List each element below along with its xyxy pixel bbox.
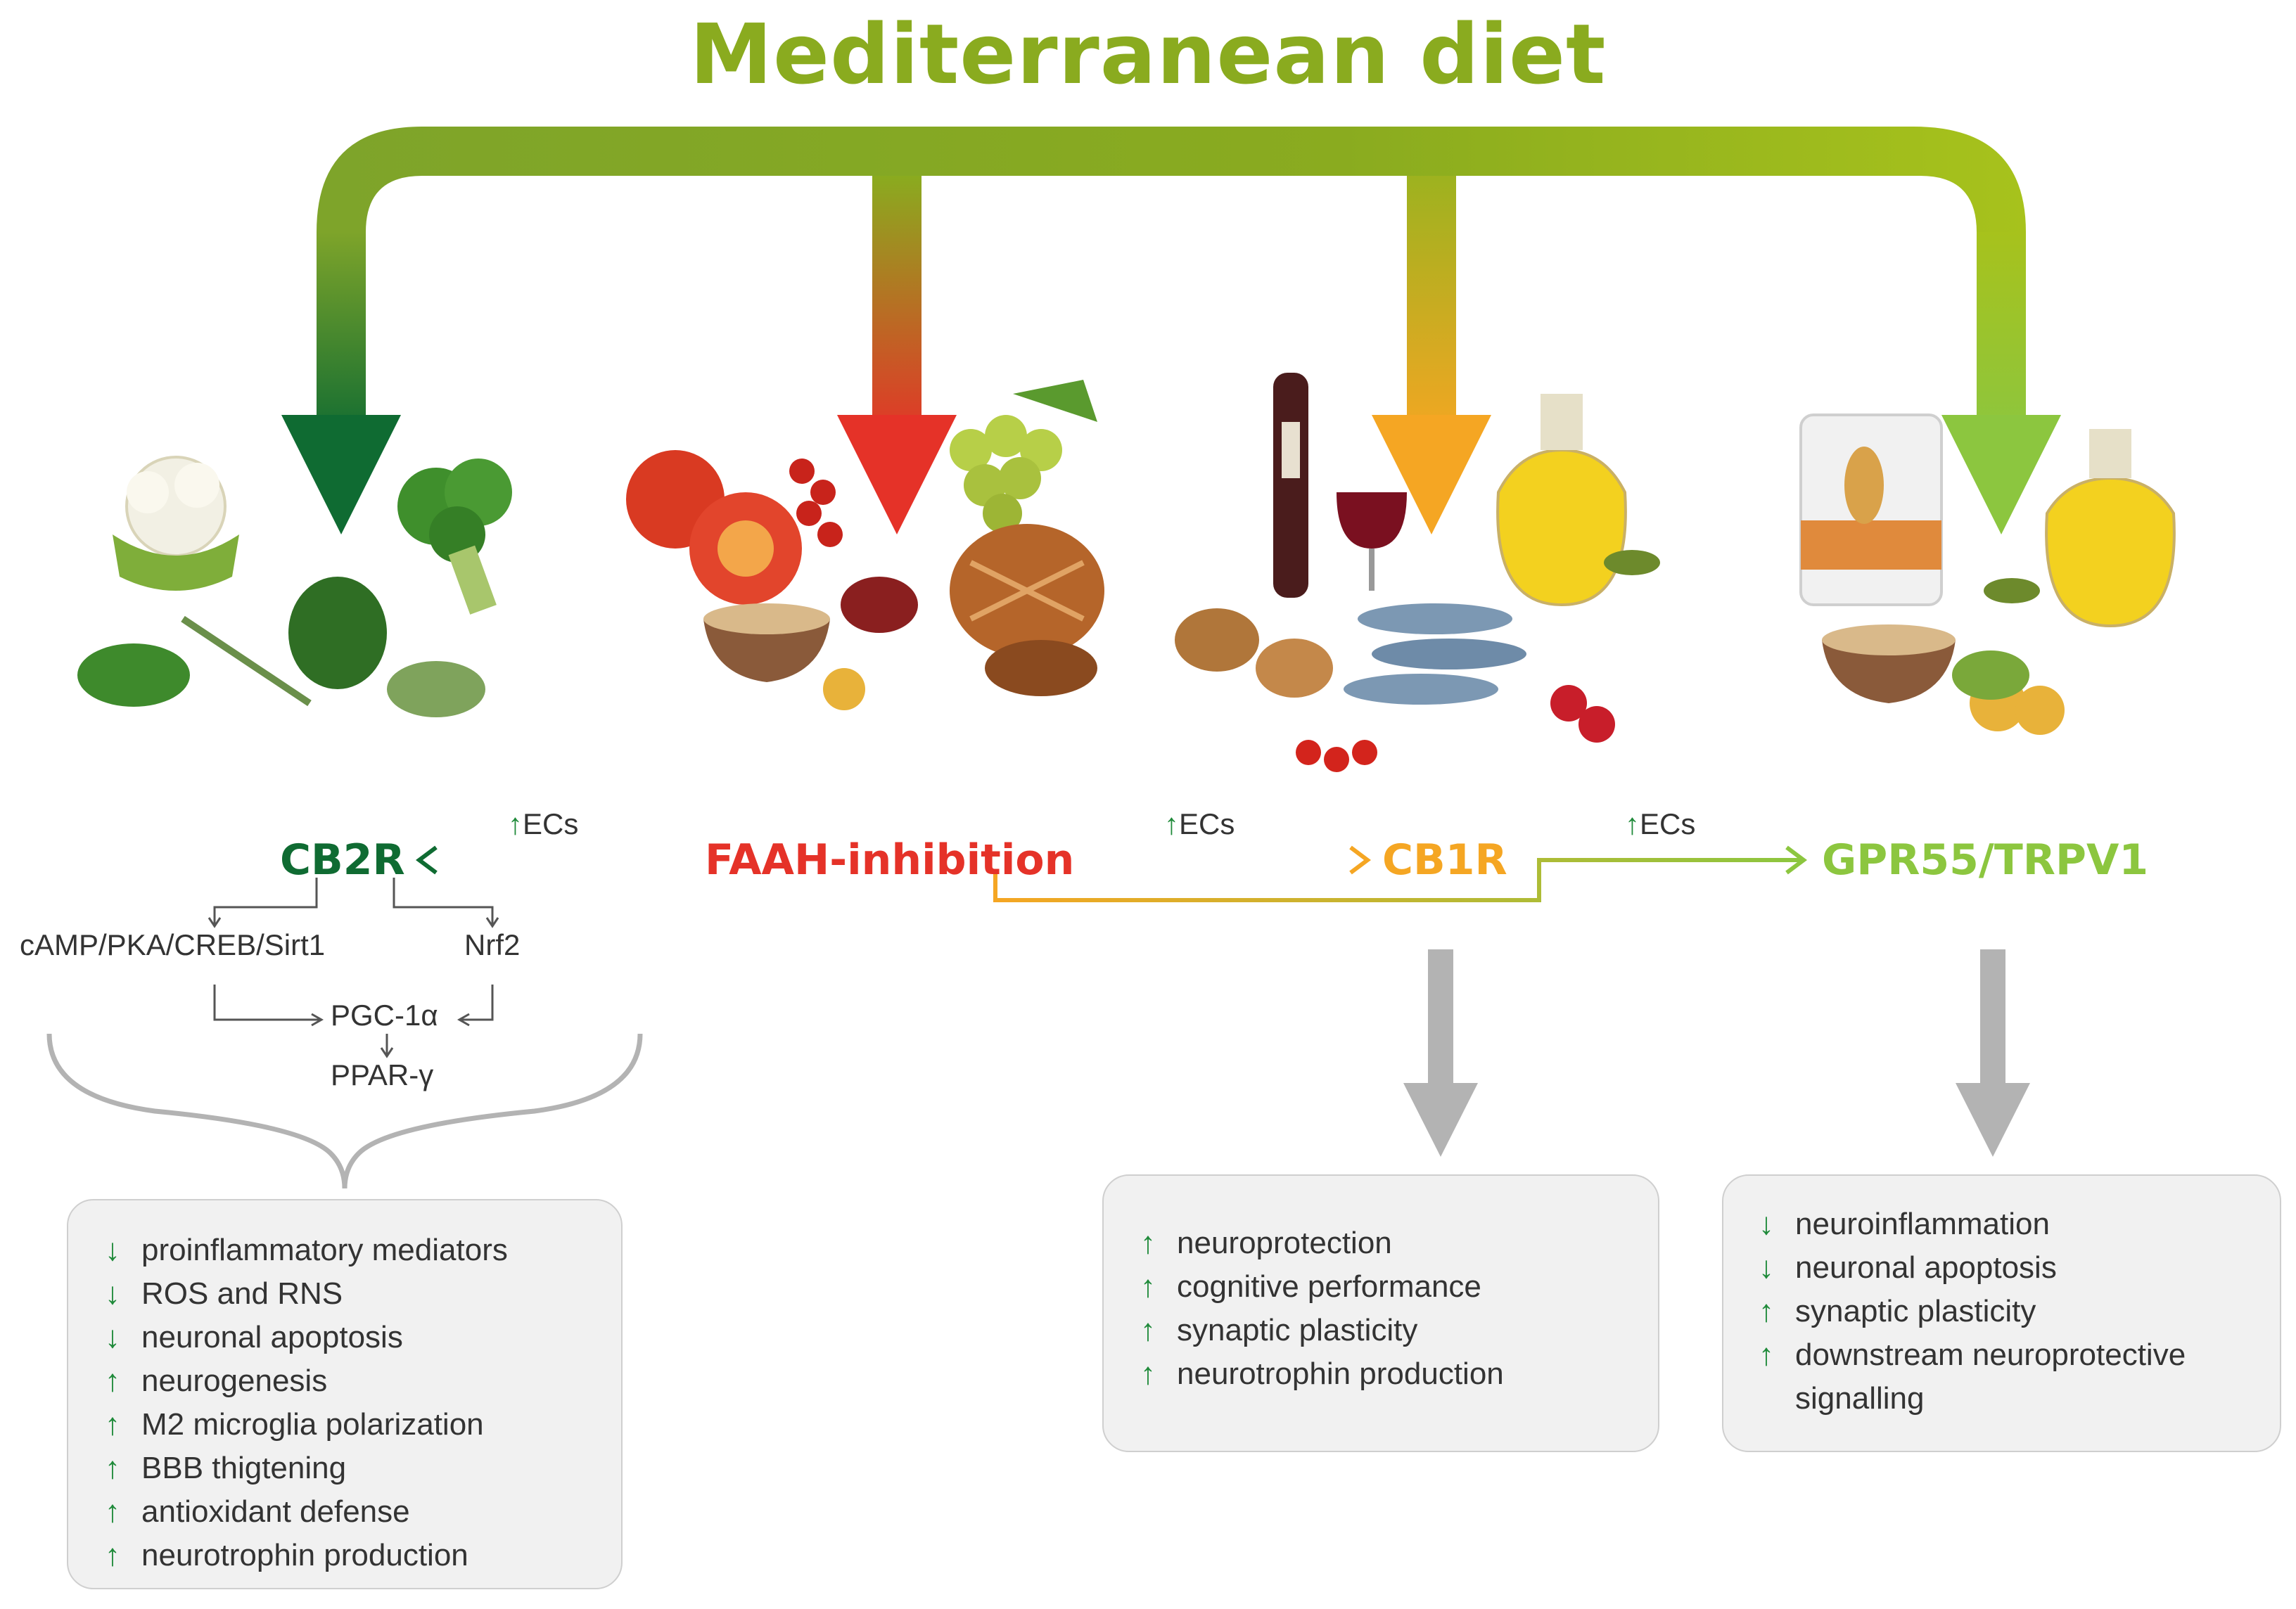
arrow-to-cb2r (281, 415, 401, 534)
effect-item: ↑ synaptic plasticity (1759, 1290, 2280, 1333)
ecs-label-left: ↑ECs (508, 807, 579, 840)
effect-item: ↓ ROS and RNS (105, 1272, 621, 1316)
cauliflower-icon (113, 456, 239, 591)
effect-label: neuronal apoptosis (1795, 1250, 2057, 1285)
effect-item: ↑ antioxidant defense (105, 1490, 621, 1534)
node-cb2r: CB2R (280, 835, 405, 885)
pathway-ppar: PPAR-γ (331, 1058, 434, 1091)
up-arrow-icon: ↑ (105, 1451, 120, 1485)
grey-arrows (1403, 949, 2030, 1157)
up-arrow-icon: ↑ (105, 1494, 120, 1529)
broccoli-icon (397, 459, 512, 615)
up-arrow-icon: ↑ (1759, 1338, 1774, 1372)
gpr55-effects-list: ↓ neuroinflammation ↓ neuronal apoptosis ↑ sy… (1759, 1203, 2280, 1421)
node-faah: FAAH-inhibition (705, 835, 1075, 885)
cb2r-pathway-arrows (208, 878, 499, 1058)
effect-item: ↑ neuroprotection (1140, 1222, 1658, 1265)
down-arrow-icon: ↓ (105, 1233, 120, 1267)
up-arrow-icon: ↑ (1140, 1313, 1156, 1347)
effect-item: ↑ neurotrophin production (105, 1534, 621, 1577)
up-arrow-icon: ↑ (1140, 1269, 1156, 1304)
wine-icon (1273, 373, 1407, 598)
chickpea-icon (1822, 624, 2065, 735)
effect-label: neuroprotection (1177, 1226, 1392, 1260)
cb2r-effects-list: ↓ proinflammatory mediators ↓ ROS and RNS ↓ n… (105, 1229, 621, 1577)
beans-icon (841, 577, 918, 633)
down-arrow-icon: ↓ (105, 1320, 120, 1354)
currant-icon (789, 459, 843, 547)
effect-label: neurogenesis (141, 1364, 328, 1398)
olive-oil-icon (1496, 394, 1660, 607)
cb1r-effects-box: ↑ neuroprotection ↑ cognitive performance ↑ s… (1102, 1174, 1659, 1452)
effect-item: ↓ neuronal apoptosis (105, 1316, 621, 1359)
node-gpr55: GPR55/TRPV1 (1822, 835, 2149, 885)
effect-item: ↑ downstream neuroprotective (1759, 1333, 2280, 1377)
effect-label: synaptic plasticity (1795, 1294, 2036, 1328)
effect-item: ↑ synaptic plasticity (1140, 1309, 1658, 1352)
berries-icon (1296, 685, 1615, 772)
ecs-label-middle: ↑ECs (1164, 807, 1235, 840)
legume-bowl-icon (703, 603, 865, 710)
effect-label: M2 microglia polarization (141, 1407, 484, 1442)
effect-label: neuroinflammation (1795, 1207, 2050, 1241)
cb2r-effects-box: ↓ proinflammatory mediators ↓ ROS and RNS ↓ n… (67, 1199, 623, 1589)
arrow-to-cb1r (1372, 415, 1491, 534)
up-arrow-icon: ↑ (1759, 1294, 1774, 1328)
arrow-to-gpr55 (1941, 415, 2061, 534)
up-arrow-icon: ↑ (105, 1364, 120, 1398)
sardine-icon (1344, 603, 1526, 705)
effect-label: neurotrophin production (141, 1538, 468, 1572)
effect-label: neurotrophin production (1177, 1357, 1504, 1391)
effect-label: antioxidant defense (141, 1494, 410, 1529)
effect-label: downstream neuroprotective (1795, 1338, 2186, 1372)
olive-oil-icon (1984, 429, 2176, 628)
up-arrow-icon: ↑ (1140, 1226, 1156, 1260)
gpr55-effects-box: ↓ neuroinflammation ↓ neuronal apoptosis ↑ sy… (1722, 1174, 2281, 1452)
up-arrow-icon: ↑ (105, 1538, 120, 1572)
effect-label: signalling (1795, 1381, 1925, 1416)
effect-label: neuronal apoptosis (141, 1320, 403, 1354)
node-cb1r: CB1R (1382, 835, 1507, 885)
effect-item: ↓ proinflammatory mediators (105, 1229, 621, 1272)
top-arch-bar (317, 127, 2026, 394)
effect-label: BBB thigtening (141, 1451, 347, 1485)
herbs-icon (77, 577, 485, 717)
grapes-icon (950, 380, 1097, 533)
ecs-label-right: ↑ECs (1625, 807, 1696, 840)
effect-item: signalling (1759, 1377, 2280, 1421)
flour-sack-icon (1799, 414, 1943, 606)
effect-label: synaptic plasticity (1177, 1313, 1418, 1347)
walnut-icon (1175, 608, 1333, 698)
page-title: Mediterranean diet (689, 6, 1607, 103)
faah-to-gpr55-line (993, 858, 1801, 902)
tomato-icon (626, 450, 802, 605)
pathway-camp: cAMP/PKA/CREB/Sirt1 (20, 928, 326, 961)
arrow-to-faah (837, 415, 957, 534)
effect-label: ROS and RNS (141, 1276, 343, 1311)
down-arrow-icon: ↓ (1759, 1250, 1774, 1285)
effect-item: ↑ neurotrophin production (1140, 1352, 1658, 1396)
down-arrow-icon: ↓ (105, 1276, 120, 1311)
effect-item: ↓ neuronal apoptosis (1759, 1246, 2280, 1290)
down-arrow-icon: ↓ (1759, 1207, 1774, 1241)
pathway-pgc: PGC-1α (331, 999, 438, 1032)
spacer (1759, 1377, 1795, 1421)
cb1r-effects-list: ↑ neuroprotection ↑ cognitive performance ↑ s… (1140, 1222, 1658, 1396)
effect-label: proinflammatory mediators (141, 1233, 508, 1267)
diet-arch-arrows (281, 127, 2061, 534)
effect-item: ↑ cognitive performance (1140, 1265, 1658, 1309)
pathway-nrf2: Nrf2 (464, 928, 521, 961)
effect-item: ↑ BBB thigtening (105, 1447, 621, 1490)
cb2r-brace (46, 1033, 643, 1189)
up-arrow-icon: ↑ (1140, 1357, 1156, 1391)
effect-item: ↑ M2 microglia polarization (105, 1403, 621, 1447)
effect-item: ↑ neurogenesis (105, 1359, 621, 1403)
bread-icon (950, 524, 1104, 696)
effect-item: ↓ neuroinflammation (1759, 1203, 2280, 1246)
effect-label: cognitive performance (1177, 1269, 1481, 1304)
signal-arrows (416, 845, 1807, 902)
up-arrow-icon: ↑ (105, 1407, 120, 1442)
